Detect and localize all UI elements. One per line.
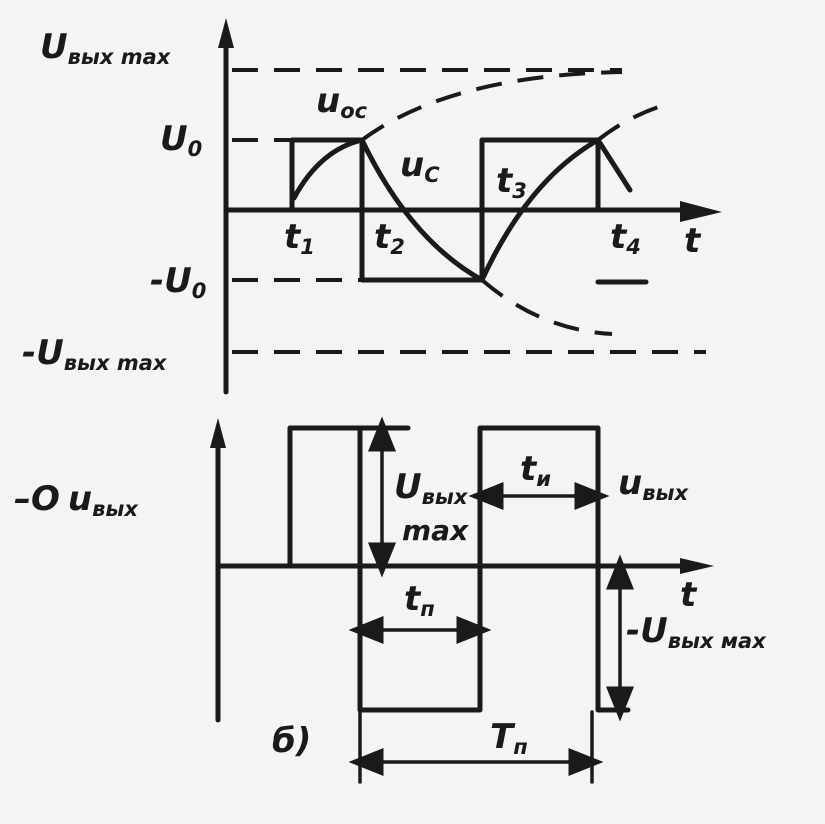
svg-text:t2: t2	[374, 217, 405, 259]
top-t-axis-arrow	[680, 201, 722, 222]
neg-u0-label: -U	[150, 261, 192, 301]
svg-text:t4: t4	[610, 217, 641, 259]
t4-label: t	[610, 217, 628, 257]
u-out-label: u	[68, 479, 92, 519]
amplitude-label: U	[394, 467, 422, 507]
bottom-t-axis-arrow	[680, 558, 714, 574]
neg-amplitude-label: -U	[626, 611, 668, 651]
svg-text:t3: t3	[496, 161, 527, 203]
u-oc-label: u	[316, 81, 340, 121]
u-c-label: u	[400, 145, 424, 185]
svg-text:uС: uС	[400, 145, 440, 187]
capacitor-discharge-asymptote	[480, 278, 613, 336]
output-port-symbol: –O	[14, 479, 60, 519]
svg-text:Uвых: Uвых	[394, 467, 469, 509]
u-out-max-label: U	[40, 27, 68, 67]
feedback-voltage-rise	[360, 70, 623, 142]
svg-text:uвых: uвых	[618, 463, 689, 505]
u-out-right-label: u	[618, 463, 642, 503]
t-i-label: t	[520, 449, 538, 489]
bottom-t-axis-label: t	[680, 575, 698, 615]
output-square-wave	[287, 425, 631, 713]
capacitor-voltage-curve	[291, 137, 633, 283]
svg-text:t1: t1	[284, 217, 315, 259]
svg-text:uос: uос	[316, 81, 368, 123]
svg-text:tи: tи	[520, 449, 551, 491]
svg-text:Uвых max: Uвых max	[40, 27, 172, 69]
top-t-axis-label: t	[684, 221, 702, 261]
amplitude-max-label: max	[402, 514, 469, 547]
svg-text:U0: U0	[160, 119, 202, 161]
t3-label: t	[496, 161, 514, 201]
svg-text:tп: tп	[404, 579, 435, 621]
svg-text:-Uвых max: -Uвых max	[22, 333, 168, 375]
reference-square-wave	[289, 137, 601, 283]
t1-label: t	[284, 217, 302, 257]
period-label: T	[490, 717, 516, 757]
bottom-graph	[210, 416, 714, 784]
capacitor-charge-continuation	[596, 102, 669, 142]
svg-text:-U0: -U0	[150, 261, 206, 303]
neg-u-out-max-label: -U	[22, 333, 64, 373]
panel-label: б)	[272, 721, 311, 761]
top-y-axis-arrow	[218, 18, 234, 48]
top-labels: Uвых max U0 -U0 -Uвых max uос uС t1 t2 t…	[22, 27, 702, 375]
svg-text:-Uвых мах: -Uвых мах	[626, 611, 767, 653]
u0-label: U	[160, 119, 188, 159]
bottom-y-axis-arrow	[210, 418, 226, 448]
svg-text:Tп: Tп	[490, 717, 528, 759]
t-p-label: t	[404, 579, 422, 619]
t2-label: t	[374, 217, 392, 257]
top-graph	[218, 18, 722, 395]
